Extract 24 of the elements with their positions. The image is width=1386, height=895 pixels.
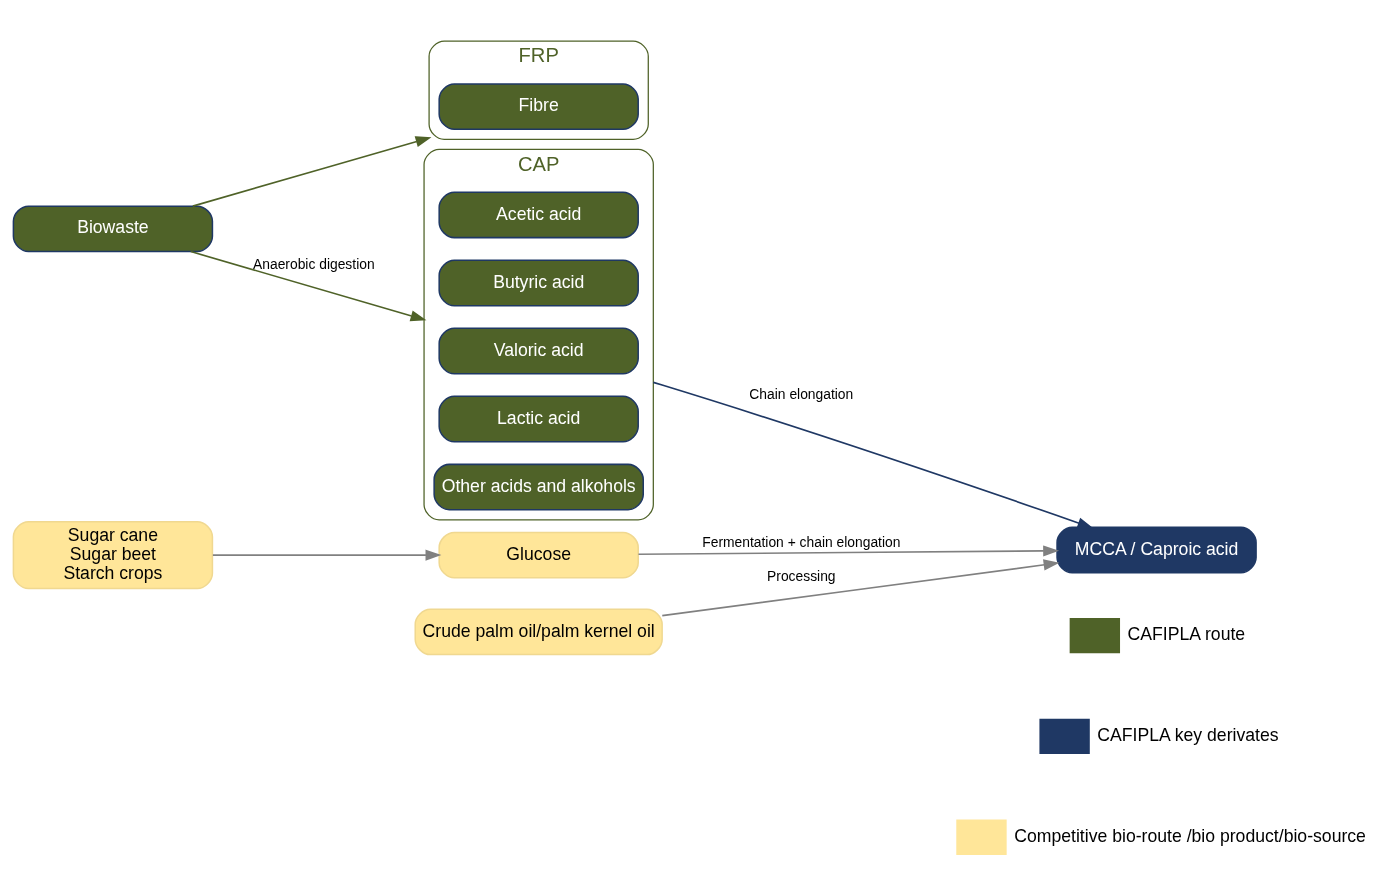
node-box: Glucose xyxy=(438,531,639,578)
node-box: Lactic acid xyxy=(438,395,639,442)
node-box: Valoric acid xyxy=(438,327,639,374)
arrow xyxy=(212,549,442,561)
arrow xyxy=(191,135,432,207)
legend-label: CAFIPLA key derivates xyxy=(1097,724,1279,745)
arrow xyxy=(637,544,1060,556)
node-box: Butyric acid xyxy=(438,259,639,306)
node-box: Other acids and alkohols xyxy=(433,463,644,510)
node-box: Biowaste xyxy=(12,204,214,252)
edge-label: Anaerobic digestion xyxy=(253,255,375,272)
edge-label: Chain elongation xyxy=(749,385,854,402)
node-box: Fibre xyxy=(438,82,639,130)
node-box: Sugar cane Sugar beet Starch crops xyxy=(12,520,214,589)
edge-label: Fermentation + chain elongation xyxy=(702,533,901,550)
legend-label: CAFIPLA route xyxy=(1127,623,1246,644)
node-box: Acetic acid xyxy=(438,191,639,238)
legend-label: Competitive bio-route /bio product/bio-source xyxy=(1014,825,1366,846)
arrow xyxy=(652,381,1094,528)
arrow xyxy=(661,558,1060,616)
node-box: MCCA / Caproic acid xyxy=(1056,526,1257,573)
edge-label: Processing xyxy=(767,567,836,584)
arrow xyxy=(190,250,427,321)
node-box: Crude palm oil/palm kernel oil xyxy=(414,608,663,655)
